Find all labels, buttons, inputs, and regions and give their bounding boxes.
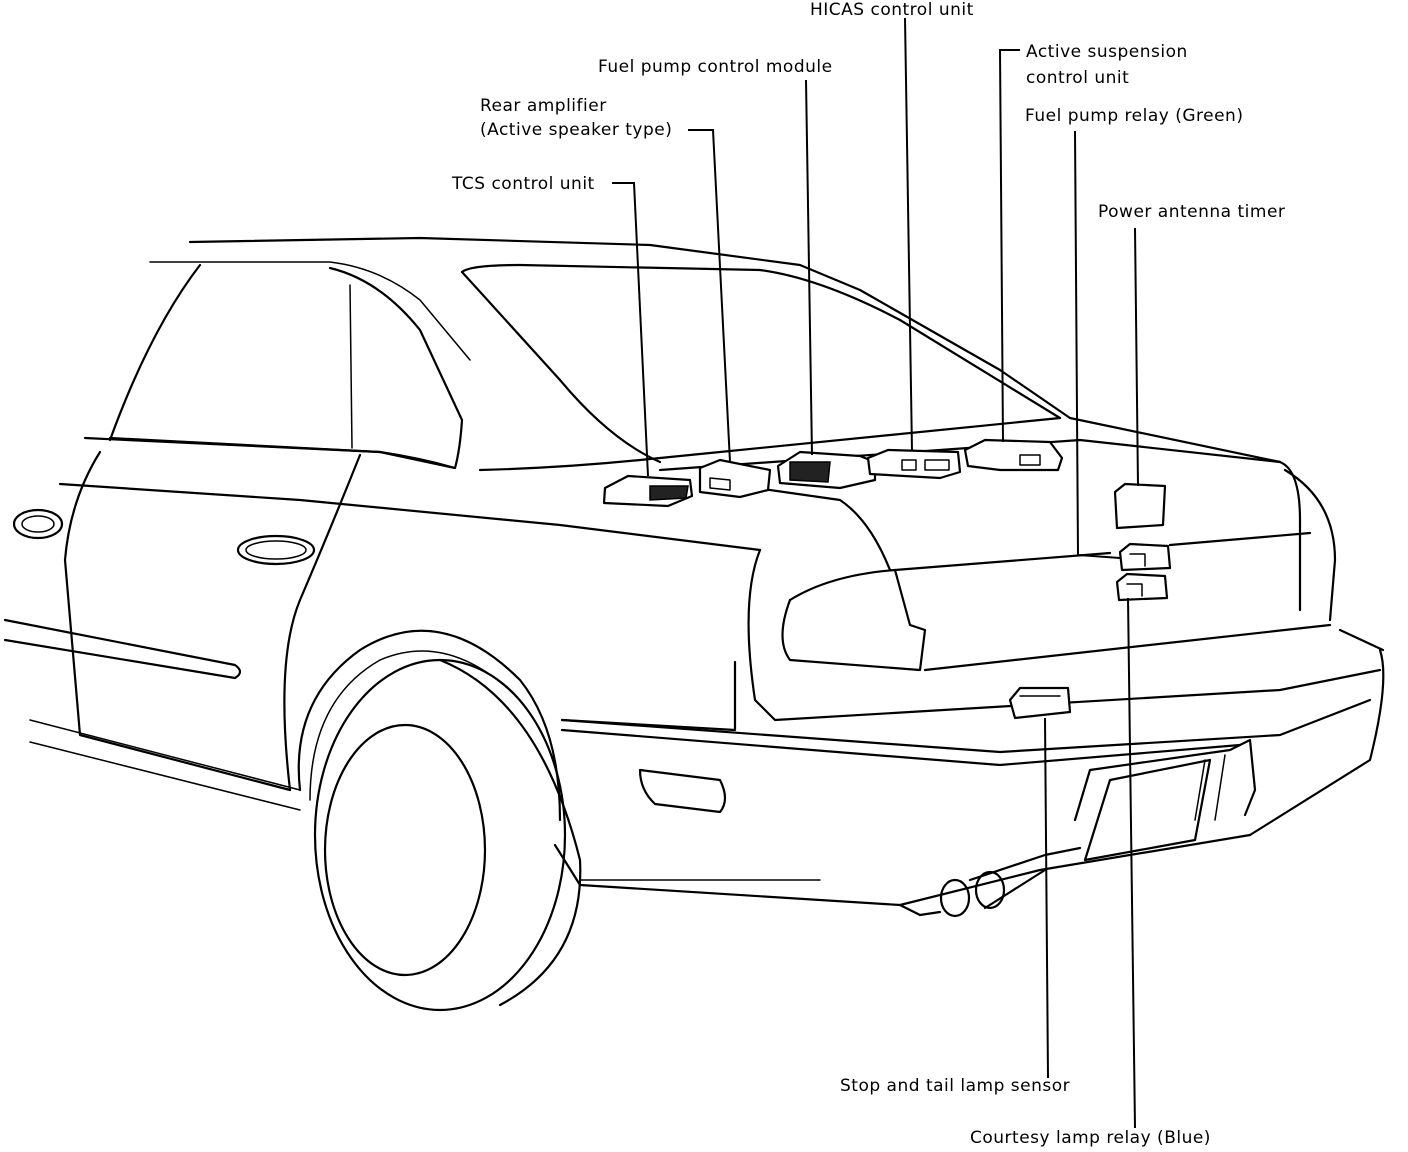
label-tcs-control-unit: TCS control unit (452, 174, 595, 194)
label-rear-amplifier-line1: Rear amplifier (480, 96, 607, 116)
label-rear-amplifier-line2: (Active speaker type) (480, 120, 673, 140)
label-hicas-control-unit: HICAS control unit (810, 0, 974, 20)
courtesy-lamp-relay-shape (1115, 572, 1169, 602)
car-body-outline (3, 236, 1385, 1012)
label-courtesy-lamp-relay: Courtesy lamp relay (Blue) (970, 1128, 1211, 1148)
fuel-pump-relay-shape (1118, 542, 1172, 572)
power-antenna-timer-shape (1113, 482, 1167, 530)
label-active-suspension-line2: control unit (1026, 68, 1130, 88)
rear-amplifier-shape (698, 458, 772, 499)
label-fuel-pump-relay: Fuel pump relay (Green) (1025, 106, 1244, 126)
tcs-control-unit-shape (602, 474, 694, 508)
stop-tail-lamp-sensor-shape (1008, 686, 1072, 720)
label-stop-tail-lamp-sensor: Stop and tail lamp sensor (840, 1076, 1071, 1096)
hicas-control-unit-shape (866, 448, 962, 480)
active-suspension-unit-shape (963, 438, 1064, 472)
label-power-antenna-timer: Power antenna timer (1098, 202, 1286, 222)
label-fuel-pump-control-module: Fuel pump control module (598, 57, 833, 77)
label-active-suspension-line1: Active suspension (1026, 42, 1188, 62)
leader-lines (612, 17, 1139, 1129)
fuel-pump-control-module-shape (776, 450, 877, 490)
